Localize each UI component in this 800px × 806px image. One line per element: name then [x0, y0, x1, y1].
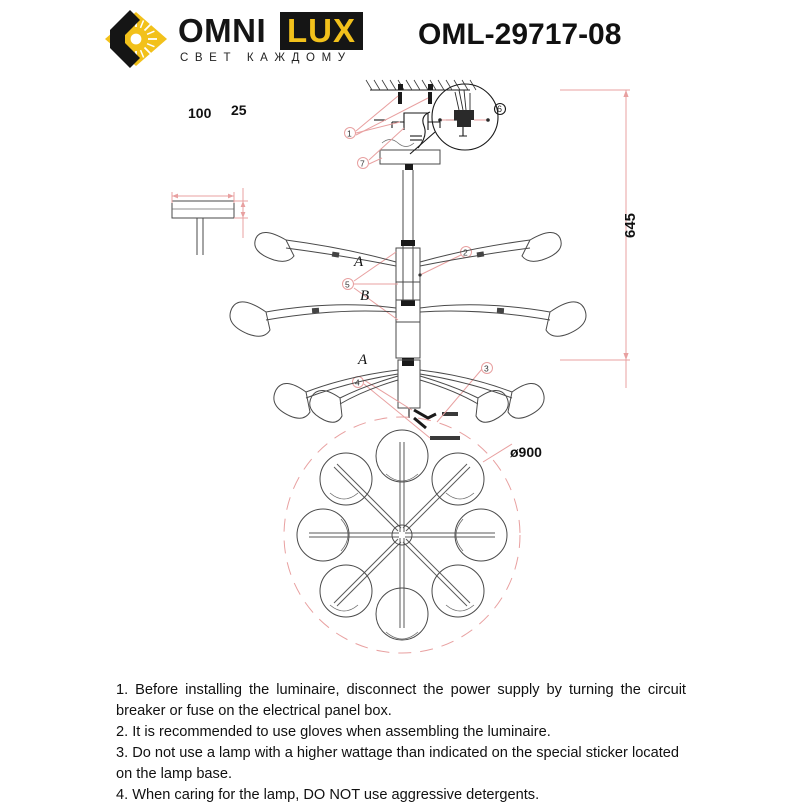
tier-label-a-upper: A — [354, 254, 364, 270]
page-header: OMNI LUX СВЕТ КАЖДОМУ OML-29717-08 — [0, 0, 800, 72]
tier-label-a-lower: A — [358, 352, 368, 368]
instructions-block: 1. Before installing the luminaire, disc… — [116, 680, 686, 806]
ceiling-mount-detail: 6 — [365, 79, 507, 170]
svg-text:2: 2 — [463, 248, 468, 258]
callouts-upper: 1 7 — [344, 95, 429, 169]
lamp-arms-tier-b — [229, 301, 587, 337]
logo-text-lux: LUX — [280, 12, 363, 50]
svg-text:3: 3 — [484, 364, 489, 374]
svg-text:1: 1 — [347, 129, 352, 139]
brand-logo: OMNI LUX СВЕТ КАЖДОМУ — [100, 6, 370, 68]
svg-text:7: 7 — [360, 159, 365, 169]
diameter-label: ø900 — [510, 444, 542, 460]
top-plan-view — [283, 416, 521, 654]
chevron-sunburst-logo-icon — [100, 8, 172, 70]
canopy-height-label: 25 — [231, 102, 247, 118]
instruction-item-1: 1. Before installing the luminaire, disc… — [116, 682, 686, 719]
model-number: OML-29717-08 — [418, 18, 622, 51]
instruction-item-2: 2. It is recommended to use gloves when … — [116, 724, 551, 740]
total-height-label: 645 — [622, 212, 639, 238]
canopy-width-label: 100 — [188, 105, 212, 121]
center-column: 2 5 3 4 — [342, 170, 493, 440]
instruction-item-3: 3. Do not use a lamp with a higher watta… — [116, 745, 680, 782]
logo-text-omni: OMNI — [178, 12, 267, 49]
instruction-item-4: 4. When caring for the lamp, DO NOT use … — [116, 787, 540, 803]
lamp-arms-tier-a-upper — [254, 232, 562, 267]
svg-text:6: 6 — [497, 104, 502, 114]
lamp-arms-tier-a-lower — [273, 369, 545, 423]
drawing-canvas: .ln{stroke:#4a4a4a;stroke-width:1;fill:n… — [171, 79, 630, 654]
canopy-detail-view — [171, 188, 248, 255]
svg-text:5: 5 — [345, 280, 350, 290]
tier-label-b: B — [360, 288, 370, 304]
height-dimension — [560, 89, 630, 388]
logo-slogan: СВЕТ КАЖДОМУ — [180, 52, 352, 64]
